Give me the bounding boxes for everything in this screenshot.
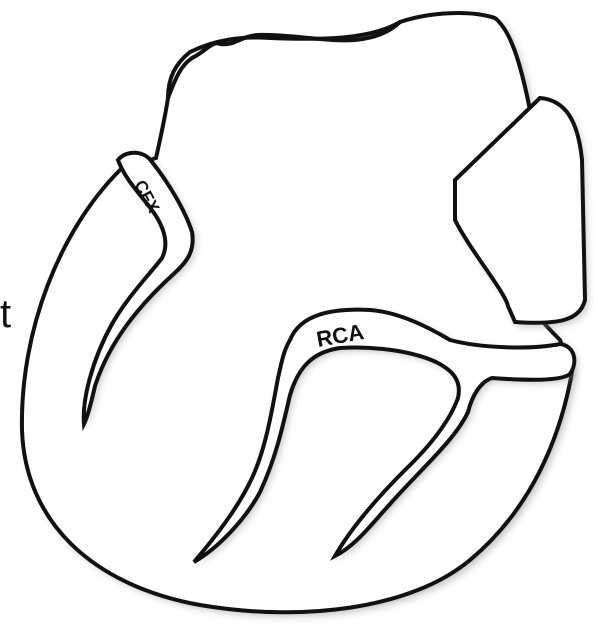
heart-body bbox=[22, 13, 572, 612]
